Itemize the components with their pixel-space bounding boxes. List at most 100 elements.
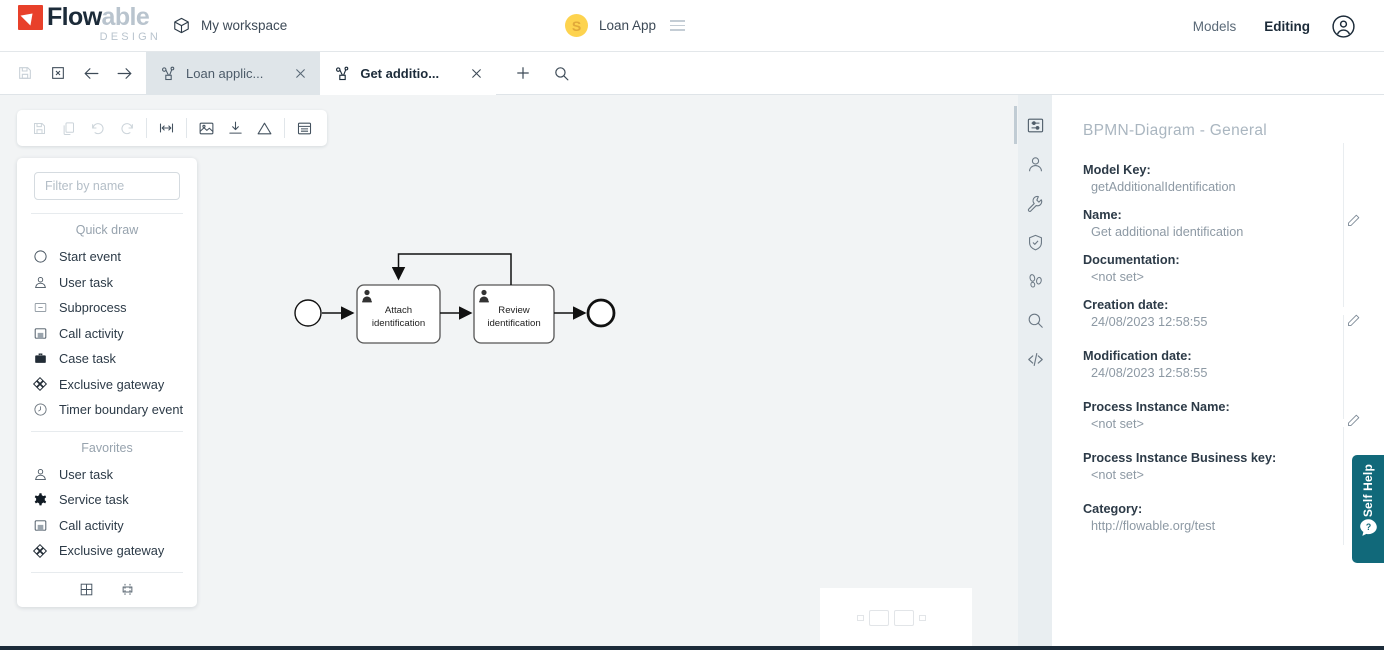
footsteps-icon[interactable] xyxy=(1022,268,1048,294)
toolbar-divider xyxy=(146,118,147,138)
save-disabled-icon[interactable] xyxy=(10,58,40,88)
call-activity-icon xyxy=(32,326,48,341)
start-event-icon xyxy=(32,249,48,264)
bpmn-process-icon xyxy=(160,65,177,82)
side-icon-rail xyxy=(1014,95,1052,650)
self-help-label: Self Help xyxy=(1361,464,1375,518)
save-icon[interactable] xyxy=(25,114,54,143)
task-label-attach-line2: identification xyxy=(372,318,425,329)
minimap-content xyxy=(857,610,926,626)
user-task-attach-identification xyxy=(356,284,441,344)
palette-item-case-task[interactable]: Case task xyxy=(17,346,197,372)
pencil-icon[interactable] xyxy=(1346,313,1361,328)
tab-loan-application[interactable]: Loan applic... xyxy=(146,51,321,95)
palette-item-timer-boundary-event[interactable]: Timer boundary event xyxy=(17,397,197,423)
diagram-canvas[interactable]: Quick draw Start event User task xyxy=(0,95,1018,650)
editor-toolbar xyxy=(17,110,327,146)
nav-models-link[interactable]: Models xyxy=(1192,19,1237,34)
cube-icon xyxy=(172,16,191,35)
help-bubble-icon: ? xyxy=(1358,517,1379,538)
minimap-task-1 xyxy=(869,610,889,626)
wrench-icon[interactable] xyxy=(1022,190,1048,216)
tab-get-additional-identification[interactable]: Get additio... xyxy=(320,51,497,95)
exclusive-gateway-icon xyxy=(32,543,48,559)
identity-user-icon[interactable] xyxy=(1022,151,1048,177)
download-icon[interactable] xyxy=(221,114,250,143)
fit-width-icon[interactable] xyxy=(152,114,181,143)
palette-item-start-event[interactable]: Start event xyxy=(17,244,197,270)
copy-icon[interactable] xyxy=(54,114,83,143)
export-image-icon[interactable] xyxy=(192,114,221,143)
arrow-left-icon[interactable] xyxy=(76,58,106,88)
element-palette: Quick draw Start event User task xyxy=(17,158,197,607)
nav-editing-link[interactable]: Editing xyxy=(1264,19,1310,34)
validation-warning-icon[interactable] xyxy=(250,114,279,143)
properties-title: BPMN-Diagram - General xyxy=(1083,122,1268,139)
start-event-node xyxy=(294,299,322,327)
snap-align-icon[interactable] xyxy=(120,582,135,597)
favorite-item-user-task[interactable]: User task xyxy=(17,462,197,488)
favorites-header: Favorites xyxy=(81,440,133,455)
palette-item-user-task[interactable]: User task xyxy=(17,270,197,296)
plus-icon[interactable] xyxy=(508,58,538,88)
property-label: Category: xyxy=(1083,502,1143,516)
shield-check-icon[interactable] xyxy=(1022,229,1048,255)
end-event-node xyxy=(586,298,616,328)
arrow-right-icon[interactable] xyxy=(109,58,139,88)
palette-item-call-activity[interactable]: Call activity xyxy=(17,321,197,347)
property-value: getAdditionalIdentification xyxy=(1091,180,1236,194)
favorite-item-call-activity[interactable]: Call activity xyxy=(17,513,197,539)
properties-divider xyxy=(1343,315,1344,419)
logo-primary-text: Flow xyxy=(47,2,102,31)
account-circle-icon[interactable] xyxy=(1331,14,1356,39)
exclusive-gateway-icon xyxy=(32,376,48,392)
palette-item-subprocess[interactable]: Subprocess xyxy=(17,295,197,321)
property-label: Process Instance Name: xyxy=(1083,400,1230,414)
favorite-item-label: Service task xyxy=(59,492,129,508)
property-label: Modification date: xyxy=(1083,349,1192,363)
favorite-item-exclusive-gateway[interactable]: Exclusive gateway xyxy=(17,538,197,564)
property-creation-date: Creation date: 24/08/2023 12:58:55 xyxy=(1083,297,1384,331)
diagram-minimap[interactable] xyxy=(820,588,972,650)
palette-divider xyxy=(31,430,183,432)
subprocess-icon xyxy=(32,300,48,315)
favorite-item-service-task[interactable]: Service task xyxy=(17,487,197,513)
property-documentation: Documentation: <not set> xyxy=(1083,252,1384,286)
close-icon[interactable] xyxy=(448,67,483,80)
property-value: <not set> xyxy=(1091,417,1144,431)
code-icon[interactable] xyxy=(1022,346,1048,372)
search-icon[interactable] xyxy=(1022,307,1048,333)
palette-item-label: User task xyxy=(59,274,114,290)
tab-bar-tools xyxy=(0,58,139,88)
property-value: Get additional identification xyxy=(1091,225,1244,239)
close-icon[interactable] xyxy=(272,67,307,80)
pencil-icon[interactable] xyxy=(1346,213,1361,228)
property-label: Creation date: xyxy=(1083,298,1169,312)
palette-item-exclusive-gateway[interactable]: Exclusive gateway xyxy=(17,372,197,398)
properties-divider xyxy=(1343,427,1344,545)
search-icon[interactable] xyxy=(546,58,576,88)
toolbar-divider xyxy=(186,118,187,138)
undo-icon[interactable] xyxy=(83,114,112,143)
property-process-instance-name: Process Instance Name: <not set> xyxy=(1083,399,1384,433)
service-task-icon xyxy=(32,492,48,507)
properties-panel-icon[interactable] xyxy=(1014,106,1048,144)
palette-divider xyxy=(31,571,183,573)
property-label: Name: xyxy=(1083,208,1122,222)
logo-subtitle: DESIGN xyxy=(99,31,161,43)
bpmn-diagram[interactable]: Attach identification Review identificat… xyxy=(285,235,635,365)
close-box-icon[interactable] xyxy=(43,58,73,88)
redo-icon[interactable] xyxy=(112,114,141,143)
filter-input[interactable] xyxy=(34,172,180,200)
hamburger-icon[interactable] xyxy=(670,20,686,31)
toggle-panel-icon[interactable] xyxy=(290,114,319,143)
grid-toggle-icon[interactable] xyxy=(79,582,94,597)
pencil-icon[interactable] xyxy=(1346,413,1361,428)
sequence-flow-loop-back xyxy=(391,253,512,285)
app-selector[interactable]: S Loan App xyxy=(565,14,686,37)
bpmn-process-icon xyxy=(334,65,351,82)
workspace-selector[interactable]: My workspace xyxy=(172,16,287,35)
self-help-tab[interactable]: Self Help ? xyxy=(1352,455,1384,563)
